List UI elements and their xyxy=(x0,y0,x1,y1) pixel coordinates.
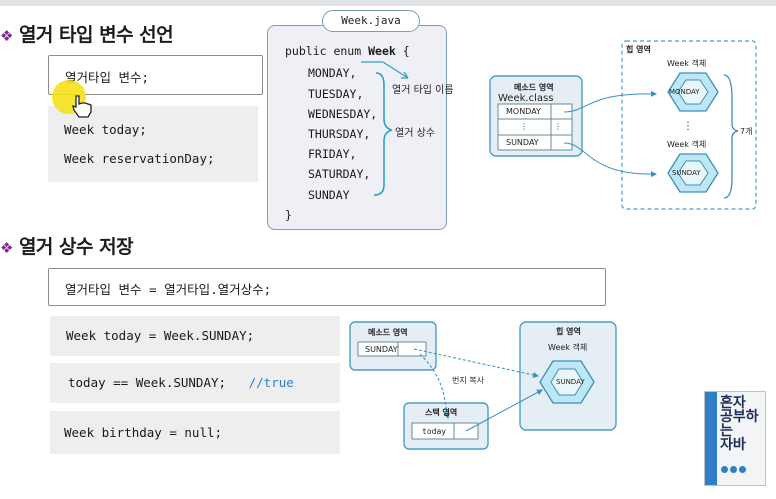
d1-heap-dots: ⋮ xyxy=(683,121,693,132)
section1-heading-text: 열거 타입 변수 선언 xyxy=(18,24,174,46)
section1-code-box: Week today; Week reservationDay; xyxy=(48,106,258,182)
code-birthday-null: Week birthday = null; xyxy=(64,425,223,440)
label-enum-constants: 열거 상수 xyxy=(395,128,435,139)
hand-cursor-icon xyxy=(72,95,92,118)
book-dots xyxy=(721,458,748,477)
enum-constant: MONDAY, xyxy=(308,66,357,80)
book-spine xyxy=(705,392,717,485)
enum-decl-prefix: public enum xyxy=(285,44,369,58)
code-box-1: Week today = Week.SUNDAY; xyxy=(50,316,340,356)
section2-syntax-box: 열거타입 변수 = 열거타입.열거상수; xyxy=(48,268,606,306)
book-cover-thumbnail: 혼자 공부하는 자바 xyxy=(704,391,766,486)
d2-method-row: SUNDAY xyxy=(365,345,398,354)
code-line-reservation: Week reservationDay; xyxy=(64,151,215,166)
enum-declaration: public enum Week { xyxy=(285,44,410,58)
hexagon-monday xyxy=(667,72,719,112)
code-compare: today == Week.SUNDAY; //true xyxy=(68,375,294,390)
enum-annotation-arrows xyxy=(361,61,409,196)
d1-row-dots: ⋮ xyxy=(520,122,528,131)
top-bar xyxy=(0,0,776,6)
enum-constant: TUESDAY, xyxy=(308,87,364,101)
d1-row-monday: MONDAY xyxy=(506,107,541,116)
code-line-today: Week today; xyxy=(64,122,147,137)
enum-constant: SUNDAY xyxy=(308,188,350,202)
book-title-line3: 자바 xyxy=(720,437,746,453)
d2-object-label: Week 객체 xyxy=(548,343,588,352)
code-compare-main: today == Week.SUNDAY; xyxy=(68,375,227,390)
d2-copy-label: 번지 복사 xyxy=(452,376,484,385)
d1-row-side-dots: ⋮ xyxy=(554,122,562,131)
section1-heading: ❖ 열거 타입 변수 선언 xyxy=(0,20,174,47)
d1-object-label-bottom: Week 객체 xyxy=(667,140,707,149)
d2-heap-title: 힙 영역 xyxy=(556,327,581,336)
d2-stack-title: 스택 영역 xyxy=(425,408,458,417)
d1-class-label: Week.class xyxy=(498,93,554,104)
memory-diagram-1 xyxy=(489,40,757,210)
book-title: 혼자 공부하는 자바 xyxy=(720,396,765,452)
week-java-tab: Week.java xyxy=(322,10,420,32)
book-title-line1: 혼자 xyxy=(720,395,746,411)
enum-constant: WEDNESDAY, xyxy=(308,107,378,121)
d1-row-sunday: SUNDAY xyxy=(506,138,539,147)
section2-heading: ❖ 열거 상수 저장 xyxy=(0,232,134,259)
memory-diagram-2 xyxy=(349,321,617,450)
d1-object-label-top: Week 객체 xyxy=(667,59,707,68)
book-title-line2: 공부하는 xyxy=(720,409,759,439)
section2-heading-text: 열거 상수 저장 xyxy=(18,236,134,258)
week-java-panel xyxy=(267,25,447,230)
label-enum-type-name: 열거 타입 이름 xyxy=(392,85,454,96)
d1-hex-monday-label: MONDAY xyxy=(669,88,700,96)
d2-stack-row: today xyxy=(422,427,447,436)
week-java-tab-label: Week.java xyxy=(341,14,401,27)
d2-method-area-title: 메소드 영역 xyxy=(368,328,408,337)
enum-constant: THURSDAY, xyxy=(308,127,371,141)
d1-heap-title: 힙 영역 xyxy=(626,45,651,54)
diamond-bullet-icon: ❖ xyxy=(0,27,13,45)
code-today-sunday: Week today = Week.SUNDAY; xyxy=(66,328,255,343)
enum-closing-brace: } xyxy=(285,208,292,222)
enum-decl-suffix: { xyxy=(395,44,410,58)
d1-method-area-title: 메소드 영역 xyxy=(514,83,554,92)
d2-hex-label: SUNDAY xyxy=(556,378,585,386)
d1-hex-sunday-label: SUNDAY xyxy=(672,169,701,177)
hexagon-sunday-2 xyxy=(539,360,595,404)
enum-decl-name: Week xyxy=(368,44,396,58)
code-compare-comment: //true xyxy=(248,375,294,390)
hexagon-sunday xyxy=(667,153,719,193)
section2-syntax: 열거타입 변수 = 열거타입.열거상수; xyxy=(65,282,272,297)
code-box-3: Week birthday = null; xyxy=(50,411,340,454)
enum-constant: FRIDAY, xyxy=(308,147,357,161)
d1-count-label: 7개 xyxy=(740,127,753,136)
code-box-2: today == Week.SUNDAY; //true xyxy=(50,363,340,403)
diamond-bullet-icon: ❖ xyxy=(0,239,13,257)
enum-constant: SATURDAY, xyxy=(308,167,371,181)
